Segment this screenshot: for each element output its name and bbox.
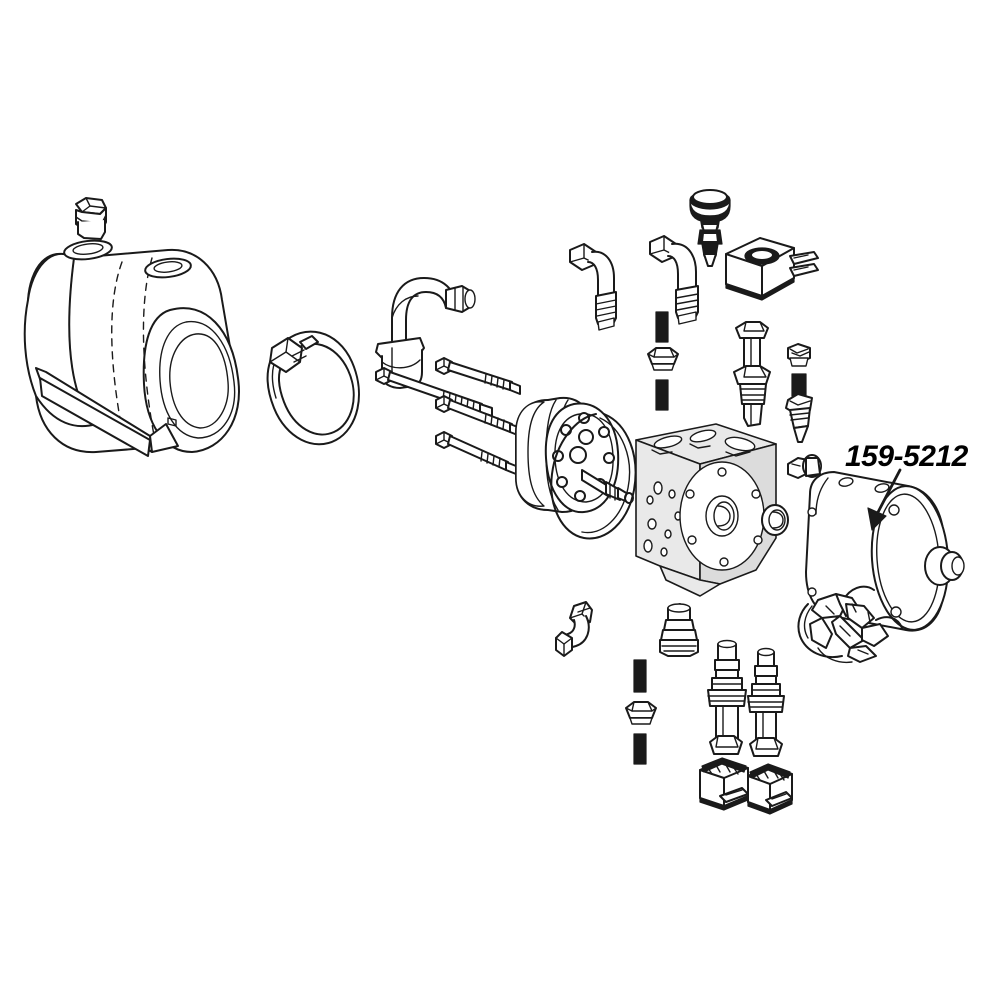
roll-pin-lower	[633, 659, 647, 693]
hydraulic-pump	[515, 396, 634, 514]
roll-pin-lower-2	[633, 733, 647, 765]
hex-nut-upper	[647, 347, 679, 371]
small-fitting	[787, 454, 822, 479]
release-valve-knob	[689, 189, 731, 267]
solenoid-coil-lower-right	[747, 763, 793, 815]
hex-nut-lower	[625, 701, 657, 725]
valve-cartridge-upper	[733, 321, 771, 427]
hose-clamp	[266, 330, 360, 446]
slotted-screw	[787, 343, 811, 367]
threaded-pin	[791, 373, 807, 397]
elbow-fitting-upper-left	[569, 243, 617, 331]
part-number-label: 159-5212	[845, 440, 968, 473]
roll-pin-upper	[655, 311, 669, 343]
elbow-fitting-upper-mid	[649, 235, 699, 325]
set-screw	[785, 393, 813, 443]
valve-cartridge-left	[707, 639, 747, 755]
elbow-fitting-lower	[555, 601, 593, 657]
filler-cap	[75, 197, 107, 240]
motor-callout-arrow	[867, 468, 902, 531]
reservoir-tank	[23, 239, 240, 457]
manifold-block	[635, 423, 777, 597]
mounting-bolt-4	[435, 431, 517, 475]
mounting-bolt-2	[435, 357, 521, 395]
suction-tube	[375, 277, 476, 389]
seal-bushing	[761, 504, 789, 536]
valve-cartridge-right	[747, 647, 785, 757]
barbed-plug	[659, 603, 699, 657]
solenoid-coil-upper	[725, 237, 819, 301]
motor-brush-harness	[797, 585, 903, 664]
roll-pin-upper-2	[655, 379, 669, 411]
electric-motor	[797, 471, 965, 664]
solenoid-coil-lower-left	[699, 757, 749, 811]
pump-o-ring	[550, 413, 637, 540]
